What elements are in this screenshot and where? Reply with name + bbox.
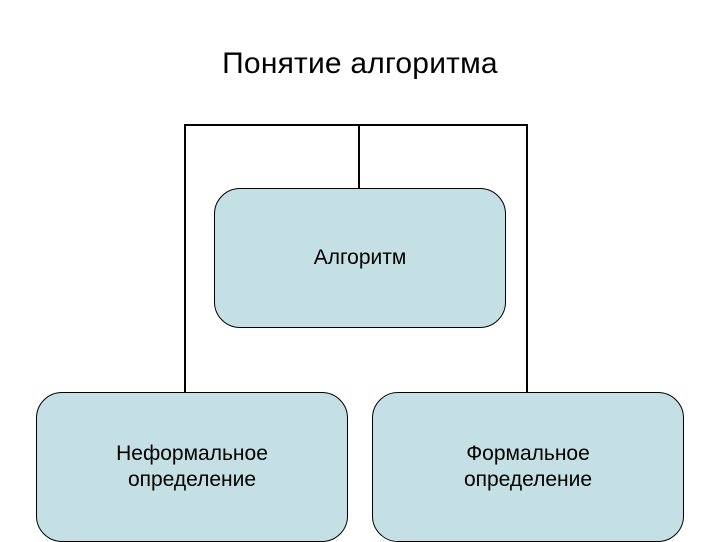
node-informal-definition: Неформальное определение [36, 392, 348, 542]
connector-horizontal-top [184, 124, 528, 126]
node-algorithm: Алгоритм [214, 188, 506, 328]
node-formal-definition: Формальное определение [372, 392, 684, 542]
connector-vertical-left [184, 124, 186, 394]
connector-vertical-right [526, 124, 528, 394]
node-algorithm-label: Алгоритм [313, 246, 407, 269]
node-formal-definition-label: Формальное определение [463, 442, 593, 491]
page-title: Понятие алгоритма [222, 47, 498, 80]
node-informal-definition-label: Неформальное определение [116, 442, 268, 491]
connector-vertical-center [358, 124, 360, 190]
